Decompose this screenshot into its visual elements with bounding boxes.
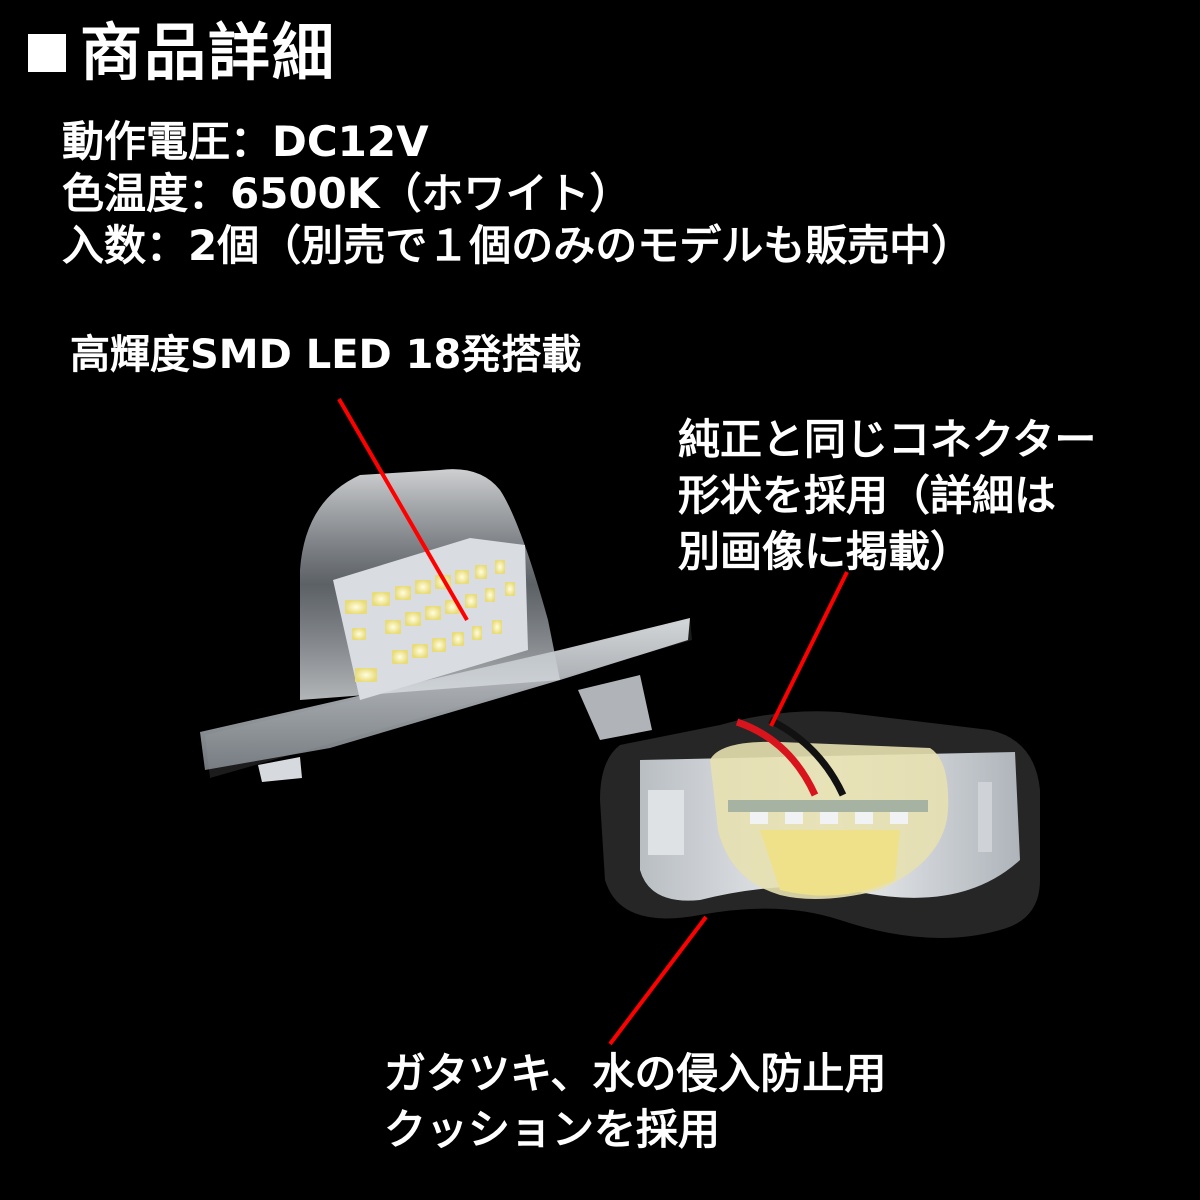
callout-cushion: ガタツキ、水の侵入防止用 クッションを採用 [384,1046,886,1158]
square-bullet-icon [28,34,66,72]
led-lamp-rear [600,711,1040,938]
spec-voltage: 動作電圧：DC12V [62,117,429,166]
callout-connector-line-1: 純正と同じコネクター [678,415,1097,464]
callout-connector-line-2: 形状を採用（詳細は [678,471,1057,520]
spec-quantity: 入数：2個（別売で１個のみのモデルも販売中） [62,221,974,270]
section-title-text: 商品詳細 [80,16,337,89]
spec-color-temperature: 色温度：6500K（ホワイト） [62,169,632,218]
spec-list: 動作電圧：DC12V 色温度：6500K（ホワイト） 入数：2個（別売で１個のみ… [62,116,973,272]
callout-cushion-line-1: ガタツキ、水の侵入防止用 [384,1049,887,1098]
section-title: 商品詳細 [28,22,336,84]
pointer-line-connector [769,571,849,727]
callout-smd-led: 高輝度SMD LED 18発搭載 [70,332,582,378]
pointer-line-smd [337,397,469,622]
callout-connector: 純正と同じコネクター 形状を採用（詳細は 別画像に掲載） [678,412,1096,580]
callout-connector-line-3: 別画像に掲載） [678,527,973,576]
callout-cushion-line-2: クッションを採用 [384,1105,721,1154]
led-lamp-front [200,469,692,782]
pointer-line-cushion [608,915,708,1046]
